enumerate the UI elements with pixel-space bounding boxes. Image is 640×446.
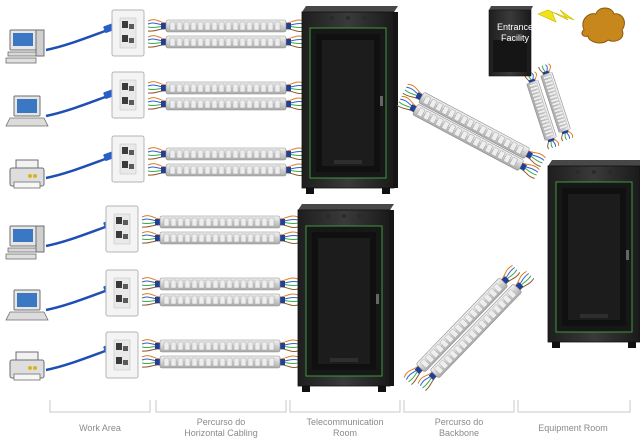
device-printer-icon-2 — [9, 340, 120, 381]
entrance-facility-line1: Entrance — [496, 22, 534, 32]
device-desktop-computer-icon-2 — [5, 216, 120, 260]
caption-backbone-line2: Backbone — [438, 428, 480, 438]
wall-outlet-icon-3 — [111, 135, 145, 183]
caption-work-area-text: Work Area — [79, 423, 121, 433]
caption-horizontal-cabling: Percurso do Horizontal Cabling — [156, 417, 286, 439]
cloud-icon — [581, 7, 625, 44]
caption-backbone: Percurso do Backbone — [404, 417, 514, 439]
wall-outlet-icon-2 — [111, 71, 145, 119]
horizontal-patch-panels — [141, 19, 305, 369]
caption-telecom-line1: Telecommunication — [306, 417, 384, 427]
wall-outlet-icon-4 — [105, 205, 139, 253]
device-desktop-computer-icon-1 — [5, 20, 120, 64]
caption-horizontal-line1: Percurso do — [196, 417, 246, 427]
caption-telecommunication-room: Telecommunication Room — [290, 417, 400, 439]
caption-equipment-room-text: Equipment Room — [538, 423, 608, 433]
caption-backbone-line1: Percurso do — [434, 417, 484, 427]
wall-outlet-icon-1 — [111, 9, 145, 57]
equipment-room-cabinet-icon — [547, 159, 640, 349]
caption-horizontal-line2: Horizontal Cabling — [184, 428, 258, 438]
caption-equipment-room: Equipment Room — [518, 423, 628, 434]
device-laptop-icon-1 — [5, 86, 120, 127]
wall-outlet-icon-6 — [105, 331, 139, 379]
caption-work-area: Work Area — [50, 423, 150, 434]
backbone-patch-panels — [395, 62, 575, 392]
telecom-cabinet-icon-2 — [297, 203, 395, 393]
device-laptop-icon-2 — [5, 280, 120, 321]
telecom-cabinet-icon-1 — [301, 5, 399, 195]
section-brackets — [49, 400, 631, 413]
entrance-facility-line2: Facility — [500, 33, 529, 43]
device-printer-icon-1 — [9, 148, 120, 189]
caption-telecom-line2: Room — [332, 428, 357, 438]
wall-outlet-icon-5 — [105, 269, 139, 317]
lightning-icon — [537, 9, 575, 23]
entrance-facility-label: Entrance Facility — [489, 22, 541, 44]
entrance-facility-cabinet-icon — [488, 6, 533, 77]
